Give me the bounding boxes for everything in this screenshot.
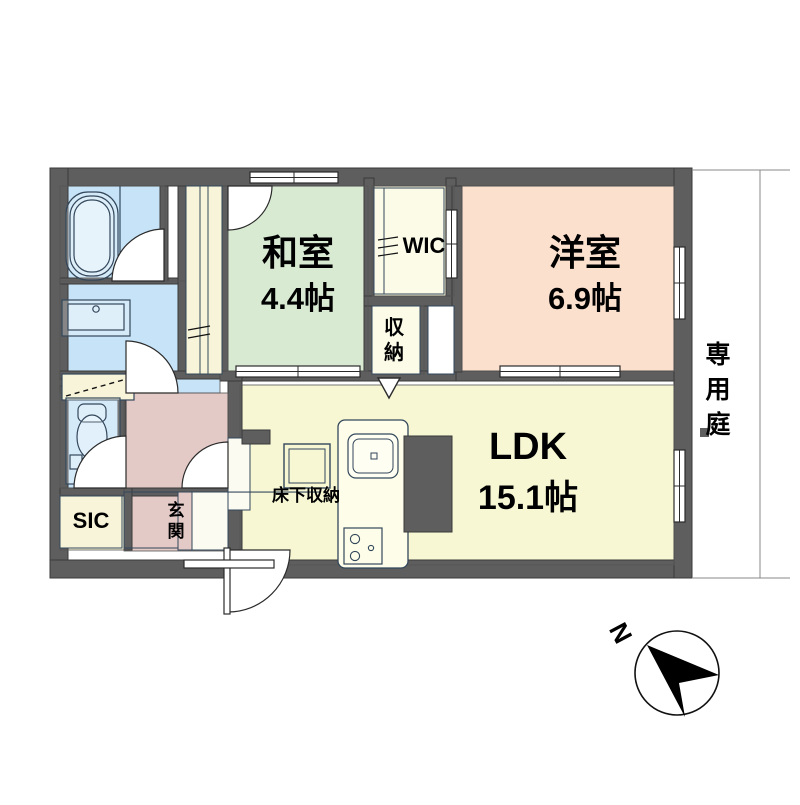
bathtub-inner (74, 200, 110, 272)
entrance-closet (192, 492, 228, 550)
hall-closet-fill (186, 186, 222, 374)
label-text-sic-name: SIC (73, 509, 110, 532)
label-text-underfloor-storage: 床下収納 (272, 487, 340, 505)
label-text-ldk-size: 15.1帖 (478, 481, 578, 517)
shoe-box (228, 438, 250, 510)
washing-machine-pan (62, 374, 134, 400)
label-text-entrance-name-2: 関 (168, 523, 185, 541)
room-fill-yoshitsu (462, 186, 674, 371)
room-fill-ldk (240, 385, 674, 565)
label-text-private-garden-1: 専 (705, 342, 730, 368)
private-garden (692, 170, 790, 578)
label-text-private-garden-2: 用 (705, 377, 730, 403)
front-door-frame (184, 560, 274, 568)
compass: N (603, 618, 719, 717)
label-text-storage-name-1: 収 (384, 318, 404, 339)
vanity-basin (68, 304, 124, 330)
label-text-private-garden-3: 庭 (705, 412, 730, 438)
label-text-entrance-name-1: 玄 (168, 502, 185, 520)
label-text-washitsu-name: 和室 (262, 234, 334, 272)
wall-sic-right (124, 488, 132, 550)
ldk-wall-nub (242, 430, 270, 444)
door-front-entrance[interactable] (228, 550, 290, 612)
label-text-yoshitsu-size: 6.9帖 (548, 283, 622, 316)
front-door-leaf[interactable] (224, 548, 230, 614)
yoshitsu-side-closet (428, 306, 454, 374)
label-text-wic-name: WIC (403, 234, 446, 257)
compass-north-label: N (603, 618, 638, 649)
kitchen-back-wall (404, 436, 452, 532)
label-text-yoshitsu-name: 洋室 (549, 234, 621, 272)
label-text-washitsu-size: 4.4帖 (261, 283, 335, 316)
label-text-ldk-name: LDK (489, 428, 567, 468)
label-text-storage-name-2: 納 (384, 343, 404, 364)
wall-wic-bottom (364, 296, 456, 306)
